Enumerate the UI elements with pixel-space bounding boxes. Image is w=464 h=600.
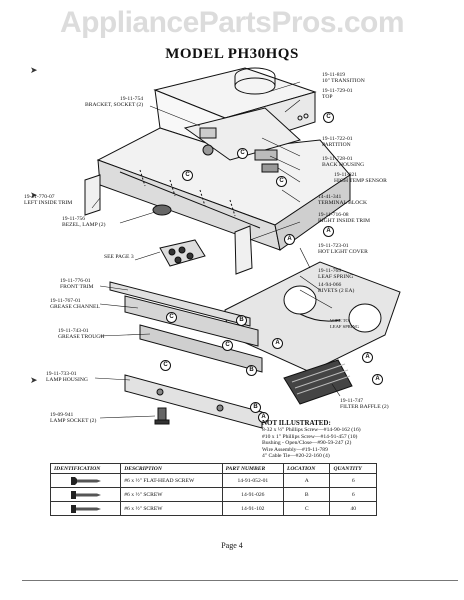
- identification-cell: [49, 487, 122, 502]
- description-cell: #6 x ½" SCREW: [120, 487, 223, 502]
- location-marker: C: [182, 170, 193, 181]
- watermark-text: AppliancePartsPros.com: [59, 6, 405, 39]
- leader-lines: [91, 81, 341, 419]
- table-header-row: IDENTIFICATION DESCRIPTION PART NUMBER L…: [49, 463, 377, 474]
- left-inside-trim: [84, 174, 101, 216]
- not-illustrated-item: 8-32 x ½" Phillips Screw—#14-90-162 (16): [262, 427, 361, 434]
- flat-head-screw-icon: [70, 476, 101, 485]
- margin-mark: ➤: [30, 65, 38, 75]
- table-header: IDENTIFICATION: [49, 463, 122, 474]
- table-header: LOCATION: [282, 463, 331, 474]
- location-marker: C: [166, 312, 177, 323]
- location-marker: A: [284, 234, 295, 245]
- location-marker: A: [362, 352, 373, 363]
- not-illustrated-item: 4" Cable Tie—#20-22-160 (4): [262, 453, 330, 460]
- part-number-cell: 14-91-052-01: [221, 473, 284, 488]
- not-illustrated-heading: NOT ILLUSTRATED:: [262, 419, 331, 427]
- not-illustrated-item: Wire Assembly—#19-11-789: [262, 446, 328, 453]
- location-marker: A: [258, 412, 269, 423]
- table-row: #6 x ½" SCREW 14-91-102 C 40: [49, 501, 377, 516]
- location-marker: A: [372, 374, 383, 385]
- partition: [183, 107, 301, 173]
- screw-parts-table: IDENTIFICATION DESCRIPTION PART NUMBER L…: [49, 463, 377, 516]
- not-illustrated-item: #10 x 1" Phillips Screw—#14-91-457 (10): [262, 433, 358, 440]
- part-number-cell: 14-91-026: [221, 487, 284, 502]
- description-cell: #6 x ½" FLAT-HEAD SCREW: [120, 473, 223, 488]
- part-number-cell: 14-91-102: [221, 501, 284, 516]
- right-inside-trim: [234, 225, 253, 275]
- callout-see-page: SEE PAGE 3: [104, 254, 134, 260]
- quantity-cell: 6: [329, 487, 377, 502]
- location-cell: A: [282, 473, 331, 488]
- divider: [22, 580, 458, 581]
- location-marker: B: [250, 402, 261, 413]
- not-illustrated-list: NOT ILLUSTRATED: 8-32 x ½" Phillips Scre…: [262, 419, 361, 460]
- hot-light-cover: [224, 261, 401, 373]
- exploded-parts-diagram: [84, 67, 401, 429]
- table-header: DESCRIPTION: [120, 463, 223, 474]
- not-illustrated-item: Bushing - Open/Close—#90-59-247 (2): [262, 440, 352, 447]
- location-marker: B: [246, 365, 257, 376]
- model-title: MODEL PH30HQS: [165, 46, 299, 62]
- screw-icon: [70, 504, 101, 513]
- description-cell: #6 x ½" SCREW: [120, 501, 223, 516]
- filter-baffle: [283, 359, 353, 405]
- quantity-cell: 40: [329, 501, 377, 516]
- table-header: PART NUMBER: [221, 463, 284, 474]
- location-marker: C: [160, 360, 171, 371]
- identification-cell: [49, 473, 122, 488]
- location-marker: C: [237, 148, 248, 159]
- quantity-cell: 6: [329, 473, 377, 488]
- table-row: #6 x ½" FLAT-HEAD SCREW 14-91-052-01 A 6: [49, 473, 377, 488]
- location-marker: A: [323, 226, 334, 237]
- location-marker: B: [236, 315, 247, 326]
- margin-mark: ➤: [30, 375, 38, 385]
- page-number: Page 4: [221, 541, 243, 550]
- location-marker: C: [276, 176, 287, 187]
- location-cell: C: [282, 501, 331, 516]
- lamp-housing: [124, 374, 263, 429]
- table-header: QUANTITY: [329, 463, 377, 474]
- location-marker: C: [323, 112, 334, 123]
- margin-mark: ➤: [30, 190, 38, 200]
- location-marker: A: [272, 338, 283, 349]
- location-marker: C: [222, 340, 233, 351]
- location-cell: B: [282, 487, 331, 502]
- lamp-socket: [154, 407, 170, 425]
- identification-cell: [49, 501, 122, 516]
- control-module: [159, 239, 206, 267]
- screw-icon: [70, 490, 101, 499]
- table-row: #6 x ½" SCREW 14-91-026 B 6: [49, 487, 377, 502]
- bezel-lamp: [152, 204, 172, 216]
